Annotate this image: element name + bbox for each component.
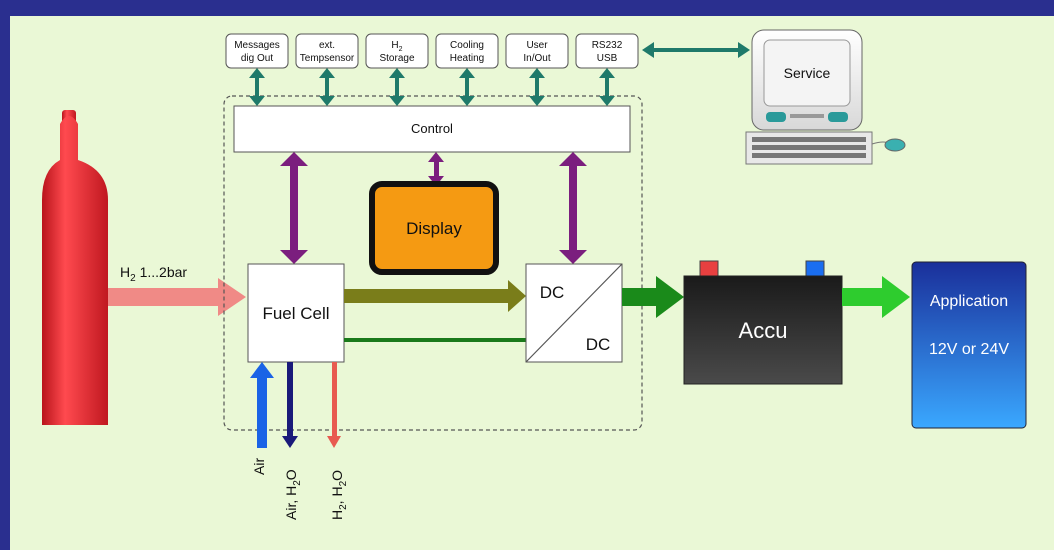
fuel-cell-box [247,263,345,363]
module-tempsensor: ext. Tempsensor [295,33,359,69]
h2-input-label: H2 1...2bar [120,264,187,284]
module-h2-storage: H2 Storage [365,33,429,69]
module-arrow-4 [459,68,475,106]
accu-application-arrow [842,276,910,318]
control-display-arrow [428,152,444,186]
module-messages: Messages dig Out [225,33,289,69]
module-cooling-heating: Cooling Heating [435,33,499,69]
module-arrow-2 [319,68,335,106]
control-dcdc-arrow [559,152,587,264]
application-voltage: 12V or 24V [929,341,1009,358]
module-arrow-5 [529,68,545,106]
dcdc-accu-arrow [622,276,684,318]
display-box [369,181,499,275]
svg-text:dig Out: dig Out [241,53,273,64]
accu-battery [683,260,843,385]
display-label: Display [406,219,462,238]
control-fuelcell-arrow [280,152,308,264]
svg-text:RS232: RS232 [592,40,623,51]
control-label: Control [411,121,453,136]
system-boundary [223,95,643,431]
purple-arrows [280,152,587,264]
control-box [233,105,631,153]
service-label: Service [784,65,831,81]
module-arrow-3 [389,68,405,106]
dcdc-return-line [344,338,526,342]
air-input-arrow [250,362,274,448]
svg-text:H2: H2 [391,40,402,53]
service-computer [745,29,906,165]
module-user-io: User In/Out [505,33,569,69]
air-h2o-label: Air, H2O [283,469,303,520]
svg-text:User: User [526,40,548,51]
module-arrow-6 [599,68,615,106]
h2-h2o-label: H2, H2O [329,470,349,520]
svg-text:In/Out: In/Out [523,53,550,64]
fuel-cell-label: Fuel Cell [262,304,329,323]
module-rs232-usb: RS232 USB [575,33,639,69]
dcdc-bottom-label: DC [586,335,611,354]
air-label: Air [251,458,267,475]
h2-input-arrow [108,278,246,316]
application-box [911,261,1027,429]
service-link-arrow [642,42,750,58]
application-label: Application [930,293,1008,310]
svg-text:Tempsensor: Tempsensor [300,53,355,64]
svg-text:Cooling: Cooling [450,40,484,51]
h2-h2o-output-arrow [327,362,341,448]
dcdc-converter [525,263,623,363]
module-arrows [249,42,750,106]
svg-text:Storage: Storage [379,53,414,64]
module-arrow-1 [249,68,265,106]
fuelcell-dcdc-arrow [344,280,526,312]
air-h2o-output-arrow [282,362,298,448]
svg-text:Heating: Heating [450,53,484,64]
accu-label: Accu [739,318,788,343]
dcdc-top-label: DC [540,283,565,302]
svg-text:Messages: Messages [234,40,280,51]
h2-cylinder [42,110,108,425]
svg-text:USB: USB [597,53,618,64]
svg-text:ext.: ext. [319,40,335,51]
